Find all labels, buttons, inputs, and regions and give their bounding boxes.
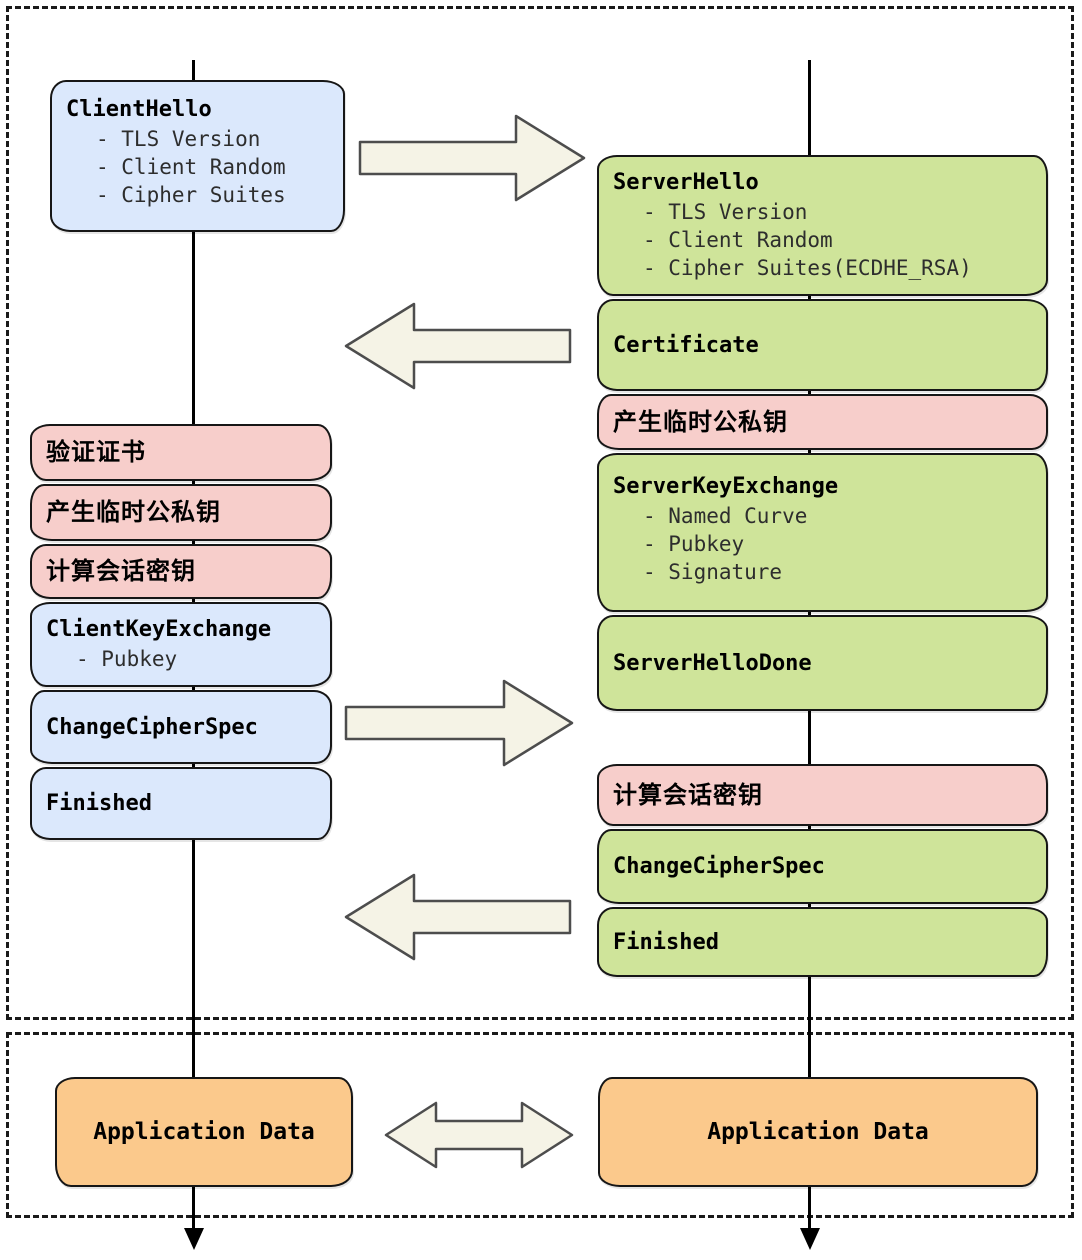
- application-data-phase-region: [6, 1032, 1074, 1218]
- application-data-bidirectional-arrow-icon: [384, 1095, 574, 1175]
- serverhellodone-title: ServerHelloDone: [613, 650, 812, 676]
- clientkeyexchange-title: ClientKeyExchange: [46, 617, 272, 642]
- client-to-server-hello-arrow-icon: [358, 112, 586, 204]
- client-calc-session-key-box: 计算会话密钥: [30, 544, 332, 599]
- client-generate-temp-keys-title: 产生临时公私钥: [46, 498, 221, 526]
- clienthello-item-client-random: - Client Random: [96, 155, 286, 179]
- client-calc-session-key-title: 计算会话密钥: [46, 557, 196, 585]
- client-finished-title: Finished: [46, 791, 152, 816]
- server-calc-session-key-title: 计算会话密钥: [613, 780, 763, 809]
- client-application-data-title: Application Data: [93, 1118, 315, 1145]
- server-changecipherspec-title: ChangeCipherSpec: [613, 854, 825, 879]
- server-generate-temp-keys-title: 产生临时公私钥: [613, 407, 788, 436]
- serverhello-box: ServerHello - TLS Version - Client Rando…: [597, 155, 1048, 296]
- server-application-data-title: Application Data: [707, 1118, 929, 1145]
- server-certificate-title: Certificate: [613, 332, 759, 358]
- clienthello-item-tls-version: - TLS Version: [96, 127, 261, 151]
- client-finished-box: Finished: [30, 767, 332, 840]
- client-changecipherspec-title: ChangeCipherSpec: [46, 714, 258, 740]
- client-to-server-finish-arrow-icon: [344, 677, 574, 769]
- server-to-client-certificate-arrow-icon: [344, 300, 572, 392]
- clientkeyexchange-box: ClientKeyExchange - Pubkey: [30, 602, 332, 687]
- server-calc-session-key-box: 计算会话密钥: [597, 764, 1048, 826]
- server-changecipherspec-box: ChangeCipherSpec: [597, 829, 1048, 904]
- server-finished-title: Finished: [613, 929, 719, 955]
- client-verify-certificate-title: 验证证书: [46, 438, 146, 466]
- client-changecipherspec-box: ChangeCipherSpec: [30, 690, 332, 764]
- clienthello-item-cipher-suites: - Cipher Suites: [96, 183, 286, 207]
- serverkeyexchange-box: ServerKeyExchange - Named Curve - Pubkey…: [597, 453, 1048, 612]
- server-finished-box: Finished: [597, 907, 1048, 977]
- server-generate-temp-keys-box: 产生临时公私钥: [597, 394, 1048, 450]
- clienthello-box: ClientHello - TLS Version - Client Rando…: [50, 80, 345, 232]
- serverhello-title: ServerHello: [613, 170, 759, 195]
- serverkeyexchange-item-pubkey: - Pubkey: [643, 532, 745, 556]
- server-application-data-box: Application Data: [598, 1077, 1038, 1187]
- serverkeyexchange-item-named-curve: - Named Curve: [643, 504, 808, 528]
- serverhello-item-cipher-suites: - Cipher Suites(ECDHE_RSA): [643, 256, 972, 280]
- client-generate-temp-keys-box: 产生临时公私钥: [30, 484, 332, 541]
- serverhellodone-box: ServerHelloDone: [597, 615, 1048, 711]
- serverkeyexchange-title: ServerKeyExchange: [613, 474, 839, 499]
- server-to-client-finish-arrow-icon: [344, 871, 572, 963]
- server-lifeline-arrowhead-icon: [800, 1228, 820, 1250]
- serverkeyexchange-item-signature: - Signature: [643, 560, 783, 584]
- clienthello-title: ClientHello: [66, 97, 212, 122]
- serverhello-item-client-random: - Client Random: [643, 228, 833, 252]
- handshake-phase-region: [6, 6, 1074, 1020]
- client-application-data-box: Application Data: [55, 1077, 353, 1187]
- clientkeyexchange-item-pubkey: - Pubkey: [76, 647, 178, 671]
- client-lifeline-arrowhead-icon: [184, 1228, 204, 1250]
- client-verify-certificate-box: 验证证书: [30, 424, 332, 481]
- server-certificate-box: Certificate: [597, 299, 1048, 391]
- serverhello-item-tls-version: - TLS Version: [643, 200, 808, 224]
